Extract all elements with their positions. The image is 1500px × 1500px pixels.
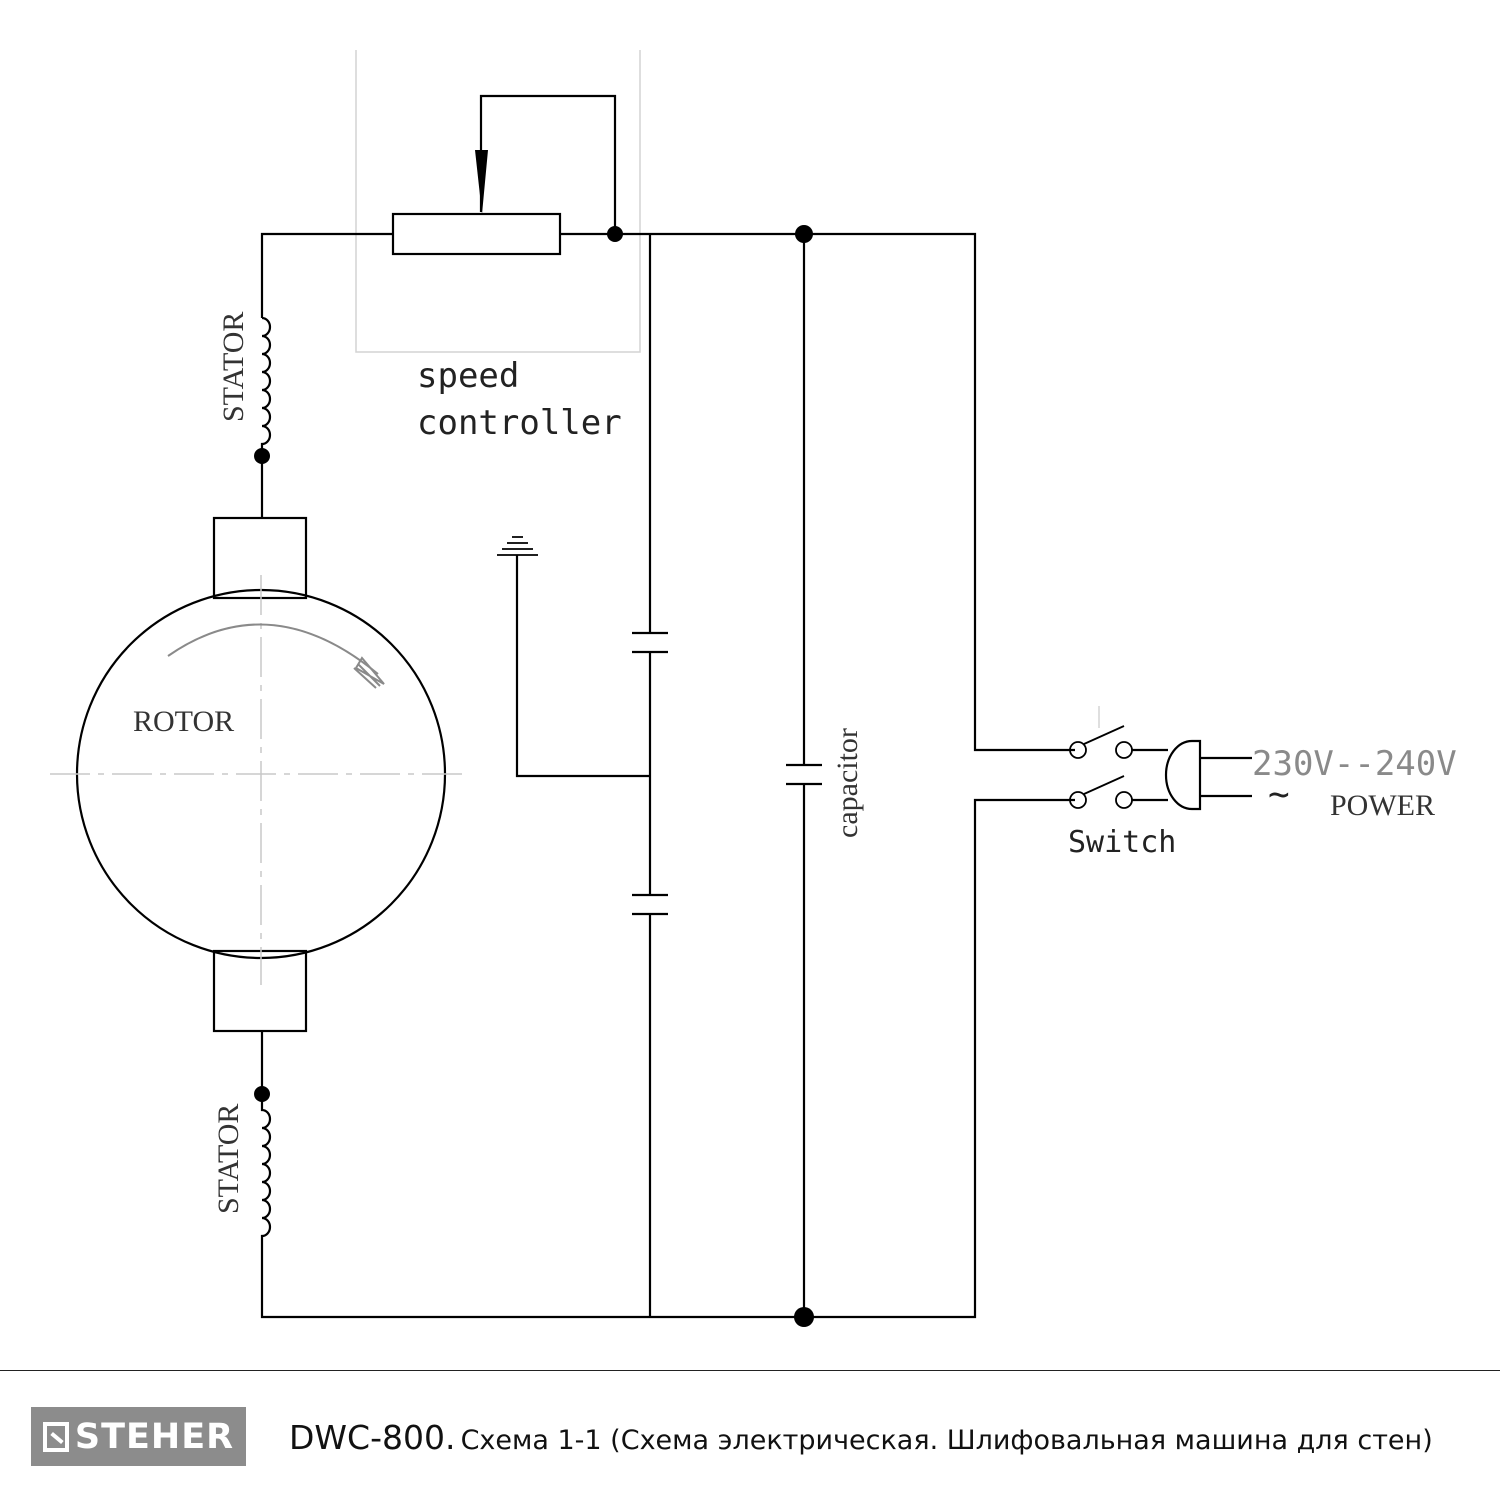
- junction-dot: [607, 226, 623, 242]
- brand-name: STEHER: [74, 1416, 235, 1457]
- capacitor-branch-left: [632, 234, 668, 1317]
- potentiometer: [391, 94, 617, 256]
- brand-mark-icon: [42, 1421, 69, 1452]
- circuit-diagram: STATOR STATOR speed controller ROTOR cap…: [50, 50, 1457, 1327]
- capacitor-main: [786, 234, 822, 1317]
- ground-icon: [497, 536, 650, 778]
- stator-top-label: STATOR: [217, 312, 250, 422]
- stator-bottom-label: STATOR: [212, 1104, 245, 1214]
- voltage-label: 230V--240V: [1252, 744, 1457, 784]
- switch-icon: [1069, 706, 1168, 809]
- brand-logo: STEHER: [31, 1407, 246, 1466]
- stator-coil-bottom: [260, 798, 1075, 1319]
- ac-symbol: ~: [1268, 774, 1290, 815]
- motor: [50, 516, 470, 1033]
- model-number: DWC-800.: [289, 1418, 456, 1457]
- footer-divider: [0, 1370, 1500, 1371]
- speed-controller-boundary: [355, 50, 641, 353]
- speed-controller-label-line2: controller: [417, 403, 622, 443]
- top-wire: [260, 232, 1075, 752]
- rotor-label: ROTOR: [133, 705, 234, 738]
- switch-label: Switch: [1068, 825, 1176, 860]
- speed-controller-label-line1: speed: [417, 356, 519, 396]
- power-label: POWER: [1330, 789, 1435, 822]
- power-plug-icon: [1164, 739, 1252, 811]
- rotation-arrow-icon: [167, 623, 379, 675]
- stator-coil-top: [260, 316, 272, 518]
- capacitor-label: capacitor: [831, 728, 864, 838]
- diagram-caption: DWC-800. Схема 1-1 (Схема электрическая.…: [289, 1418, 1433, 1457]
- caption-description: Схема 1-1 (Схема электрическая. Шлифовал…: [460, 1425, 1433, 1456]
